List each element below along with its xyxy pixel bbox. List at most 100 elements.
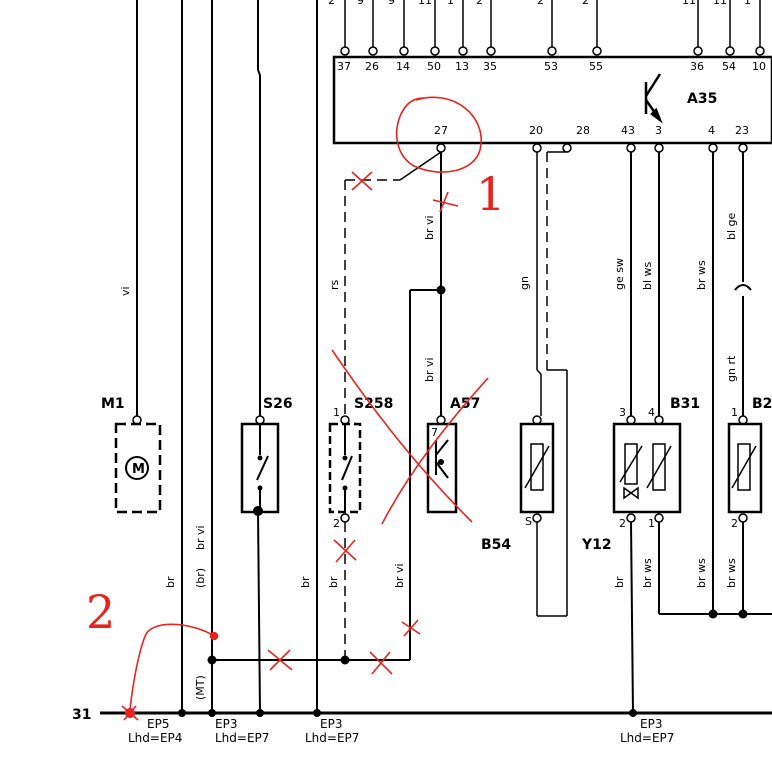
wire-label-br-ws: br ws	[641, 558, 654, 588]
ep3-label: EP3	[320, 717, 342, 731]
pin-35: 35	[483, 60, 497, 73]
wires-y12-b31	[630, 152, 772, 714]
partial-label: 1	[447, 0, 454, 7]
partial-label: 11	[713, 0, 727, 7]
wire-label-br: br	[299, 576, 312, 588]
transistor-icon	[644, 73, 663, 124]
valve-y12-sensor-b31: 3 4 2 1 Y12 B31	[581, 396, 700, 553]
partial-label: 1	[744, 0, 751, 7]
pin-label: 1	[333, 406, 340, 419]
ecu-label: A35	[687, 91, 717, 107]
wire-label-br-ws: br ws	[695, 558, 708, 588]
pin-label: 7	[431, 426, 438, 439]
lhd-ep7-label: Lhd=EP7	[215, 731, 269, 745]
pin-50: 50	[427, 60, 441, 73]
wire-rs	[344, 179, 400, 660]
pin-54: 54	[722, 60, 736, 73]
ep3-label: EP3	[215, 717, 237, 731]
lhd-ep7-label: Lhd=EP7	[305, 731, 359, 745]
pin-label: 4	[648, 406, 655, 419]
ep5-label: EP5	[147, 717, 169, 731]
pin-43: 43	[621, 124, 635, 137]
partial-label: 11	[418, 0, 432, 7]
wires-b2	[712, 152, 752, 614]
partial-label: 2	[328, 0, 335, 7]
wire-label-gn-rt: gn rt	[725, 355, 738, 382]
label-b2: B2	[752, 396, 772, 412]
partial-label: 2	[476, 0, 483, 7]
pin-23: 23	[735, 124, 749, 137]
wire-label-rs: rs	[328, 279, 341, 290]
partial-label: 2	[582, 0, 589, 7]
wire-label-br-vi: br vi	[423, 357, 436, 382]
lhd-ep4-label: Lhd=EP4	[128, 731, 182, 745]
partial-label: 2	[537, 0, 544, 7]
ecu-bottom-pins	[436, 143, 748, 153]
pin-label: 1	[731, 406, 738, 419]
pin-53: 53	[544, 60, 558, 73]
wire-br-vi	[409, 152, 442, 660]
red-annotations	[121, 96, 489, 721]
ecu-top-partial-labels: 2 9 9 11 1 2 2 2 11 11 1	[328, 0, 751, 7]
wire-label-br-ws: br ws	[695, 260, 708, 290]
wire-label-br: br	[327, 576, 340, 588]
pin-label: 2	[619, 517, 626, 530]
pin-label: S	[525, 515, 532, 528]
left-top-wires	[136, 0, 318, 713]
motor-icon: M	[132, 462, 145, 477]
wire-label-gn: gn	[518, 276, 531, 290]
pin-10: 10	[752, 60, 766, 73]
switch-s258: 1 2 S258	[328, 396, 393, 530]
pin-20: 20	[529, 124, 543, 137]
ecu-top-pin-numbers: 37 26 14 50 13 35 53 55 36 54 10	[337, 60, 766, 73]
ep3-label: EP3	[640, 717, 662, 731]
pin-28: 28	[576, 124, 590, 137]
label-b54: B54	[481, 537, 511, 553]
module-a57: 7 A57	[426, 396, 480, 514]
pin-4: 4	[708, 124, 715, 137]
wire-label-br-paren: (br)	[194, 568, 207, 588]
wire-label-br-vi: br vi	[194, 525, 207, 550]
ground-label: 31	[72, 707, 91, 723]
ground-bus: 31 EP5 Lhd=EP4 EP3 Lhd=EP7 EP3 Lhd=EP7 E…	[72, 707, 772, 745]
switch-s26: S26	[240, 396, 293, 714]
wire-label-br-vi: br vi	[423, 215, 436, 240]
partial-label: 11	[682, 0, 696, 7]
wire-label-ge-sw: ge sw	[613, 258, 626, 290]
partial-label: 9	[388, 0, 395, 7]
sensor-b2: 1 2 B2	[727, 396, 772, 530]
wire-gn	[536, 152, 568, 617]
partial-label: 9	[357, 0, 364, 7]
ecu-a35: A35	[332, 55, 772, 145]
wire-label-bl-ws: bl ws	[641, 261, 654, 290]
pin-label: 2	[731, 517, 738, 530]
motor-m1: M M1	[101, 396, 162, 514]
pin-36: 36	[690, 60, 704, 73]
wire-label-vi: vi	[119, 286, 132, 296]
pin-label: 3	[619, 406, 626, 419]
pin-14: 14	[396, 60, 410, 73]
pin-37: 37	[337, 60, 351, 73]
pin-26: 26	[365, 60, 379, 73]
valve-icon	[623, 486, 639, 500]
annotation-note-1: 1	[476, 167, 505, 221]
ecu-top-pins	[340, 0, 765, 56]
ecu-bottom-pin-numbers: 27 20 28 43 3 4 23	[434, 124, 749, 137]
label-s26: S26	[263, 396, 293, 412]
annotation-note-2: 2	[86, 585, 115, 639]
label-y12: Y12	[581, 537, 612, 553]
pin-13: 13	[455, 60, 469, 73]
wire-label-mt: (MT)	[194, 675, 207, 700]
pin-label: 2	[333, 517, 340, 530]
wire-label-br-ws: br ws	[725, 558, 738, 588]
label-s258: S258	[354, 396, 393, 412]
pin-55: 55	[589, 60, 603, 73]
wire-label-br: br	[613, 576, 626, 588]
sensor-b54: S B54	[481, 415, 555, 553]
wire-label-bl-ge: bl ge	[725, 212, 738, 240]
pin-3: 3	[655, 124, 662, 137]
wire-label-br-vi: br vi	[393, 563, 406, 588]
label-b31: B31	[670, 396, 700, 412]
pin-27: 27	[434, 124, 448, 137]
